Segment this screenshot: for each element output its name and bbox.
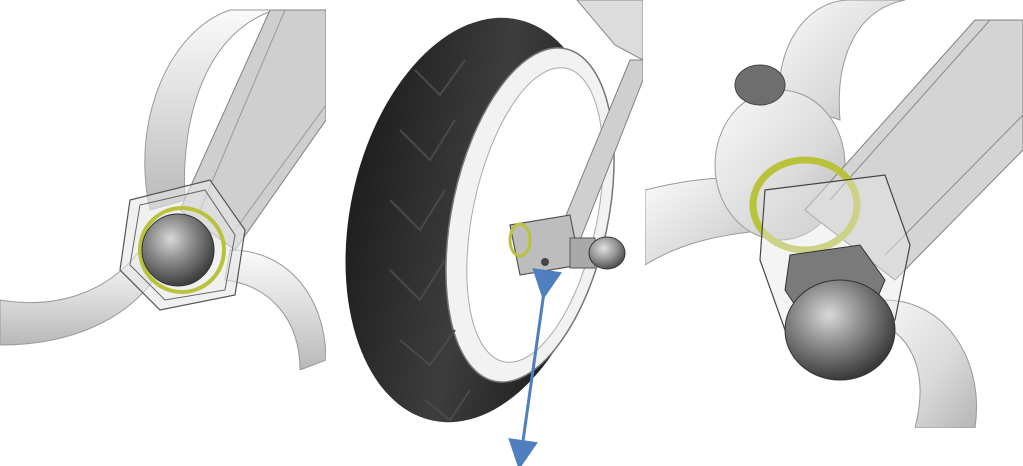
washer bbox=[138, 206, 226, 294]
acorn-nut bbox=[141, 213, 215, 287]
hub-front-illustration bbox=[0, 0, 326, 370]
hub-closeup-front-panel bbox=[0, 0, 326, 370]
frame-arm bbox=[804, 19, 1023, 281]
hub-angled-illustration bbox=[645, 0, 1023, 428]
washer bbox=[508, 222, 532, 258]
frame-tube-lower bbox=[869, 299, 977, 428]
frame-tube-top bbox=[778, 0, 906, 121]
tire-tread bbox=[389, 59, 471, 422]
hub-closeup-angled-panel bbox=[645, 0, 1023, 428]
washer bbox=[749, 156, 861, 254]
rear-nut bbox=[734, 64, 786, 106]
clamp-bolt bbox=[541, 258, 549, 266]
wheel-illustration bbox=[345, 0, 643, 466]
acorn-nut bbox=[588, 236, 626, 270]
double-arrow-icon bbox=[508, 268, 562, 466]
frame-tube-lower-right bbox=[224, 249, 326, 370]
acorn-nut bbox=[784, 279, 896, 381]
wheel-assembly-panel bbox=[345, 0, 643, 466]
